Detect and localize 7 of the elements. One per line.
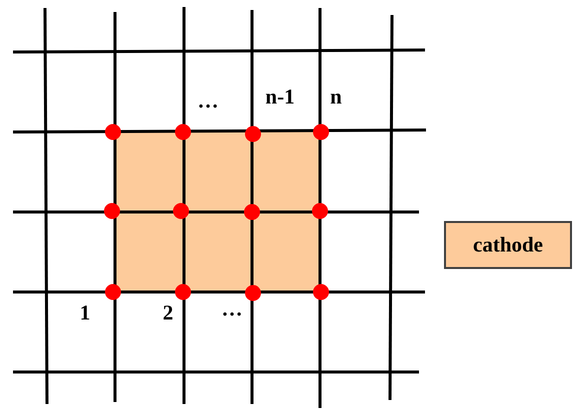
grid-index-label: … (198, 90, 218, 112)
legend-text: cathode (473, 234, 543, 256)
grid-index-label: … (222, 298, 242, 320)
grid-index-label: 2 (162, 302, 174, 324)
grid-index-label: n (330, 86, 342, 108)
grid-index-label: n-1 (265, 86, 295, 108)
grid-index-label: 1 (80, 302, 90, 324)
